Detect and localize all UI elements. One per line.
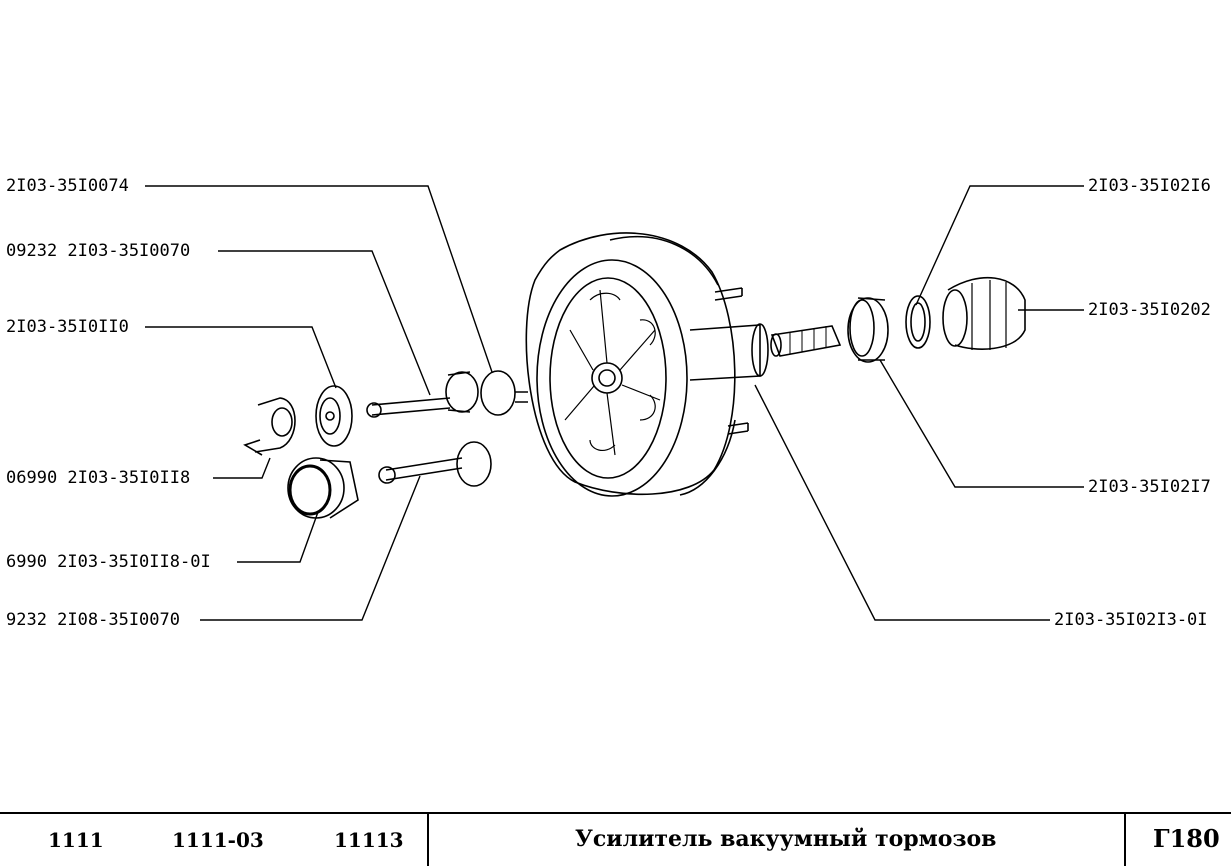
callout-c7: 2I03-35I02I6: [1088, 176, 1211, 196]
footer-model-3: 11113: [334, 828, 404, 852]
callout-c5: 6990 2I03-35I0II8-0I: [6, 552, 211, 572]
callout-c3: 2I03-35I0II0: [6, 317, 129, 337]
leader-lines: [145, 185, 1084, 621]
rear-cup: [847, 297, 889, 363]
callout-c10: 2I03-35I02I3-0I: [1054, 610, 1208, 630]
rear-push-rod: [770, 325, 842, 357]
front-retainer: [243, 397, 296, 456]
stud-upper: [714, 287, 743, 301]
callout-c1: 2I03-35I0074: [6, 176, 129, 196]
booster-hub: [591, 362, 623, 394]
leader-line-c7: [915, 185, 1084, 306]
footer-model-1: 1111: [48, 828, 104, 852]
footer-bar: 1111 1111-03 11113 Усилитель вакуумный т…: [0, 812, 1231, 866]
leader-line-c6: [200, 475, 421, 621]
stud-lower: [727, 422, 749, 435]
leader-line-c10: [754, 384, 1050, 621]
footer-page-number: Г180: [1153, 824, 1220, 853]
leader-line-c4: [213, 457, 271, 479]
callout-c8: 2I03-35I0202: [1088, 300, 1211, 320]
leader-line-c5: [237, 511, 319, 563]
footer-model-2: 1111-03: [172, 828, 264, 852]
rear-boot: [942, 276, 1026, 350]
leader-line-c3: [145, 326, 337, 389]
leader-line-c9: [879, 359, 1084, 488]
leader-line-c2: [218, 250, 431, 396]
rear-ring: [905, 295, 931, 349]
callout-c9: 2I03-35I02I7: [1088, 477, 1211, 497]
footer-divider-right: [1124, 814, 1126, 866]
front-nut: [287, 457, 359, 519]
callout-c4: 06990 2I03-35I0II8: [6, 468, 191, 488]
footer-divider-left: [427, 814, 429, 866]
callout-c2: 09232 2I03-35I0070: [6, 241, 191, 261]
booster-front-rim: [536, 259, 688, 497]
rear-neck: [689, 324, 761, 381]
front-diaphragm: [315, 385, 353, 447]
callout-c6: 9232 2I08-35I0070: [6, 610, 180, 630]
front-rod-lower: [378, 441, 492, 487]
leader-line-c1: [145, 185, 493, 373]
stud-left: [515, 391, 528, 403]
booster-front-inner: [549, 277, 667, 479]
front-piston: [366, 370, 516, 418]
footer-title: Усилитель вакуумный тормозов: [575, 826, 997, 852]
booster-housing: [515, 232, 769, 497]
